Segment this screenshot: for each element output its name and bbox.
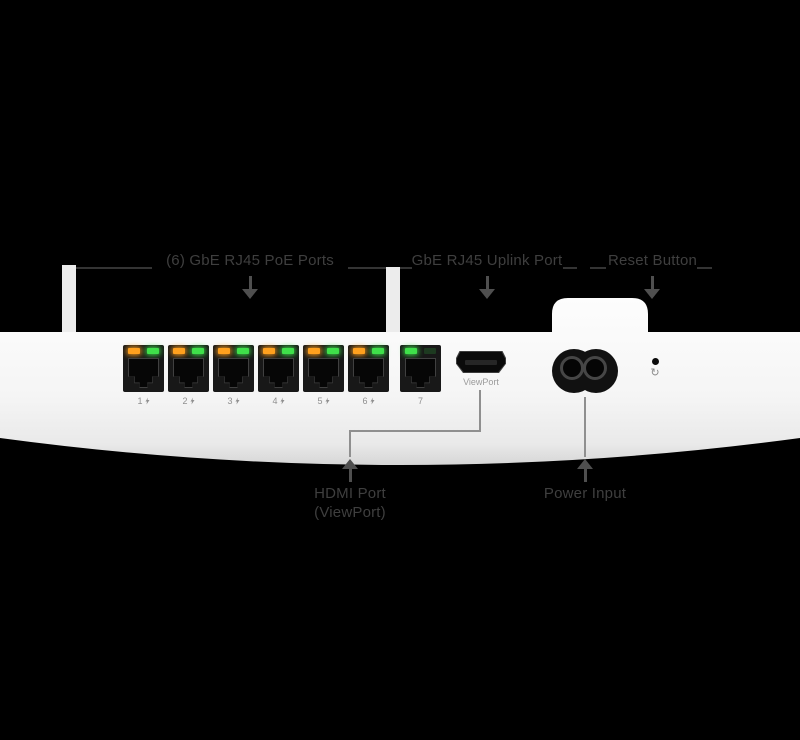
rj45-socket xyxy=(128,358,159,388)
down-arrow-icon xyxy=(242,276,258,299)
port-number-label: 3 xyxy=(213,396,254,406)
rj45-socket xyxy=(173,358,204,388)
leader-line xyxy=(479,390,481,430)
leader-line xyxy=(349,430,351,457)
hdmi-port xyxy=(456,351,506,373)
port-number-label: 2 xyxy=(168,396,209,406)
poe-bolt-icon xyxy=(145,397,149,405)
port-led-right xyxy=(424,348,436,354)
rj45-socket xyxy=(218,358,249,388)
annotation-power-input: Power Input xyxy=(543,485,627,502)
down-arrow-icon xyxy=(479,276,495,299)
rj45-port: 1 xyxy=(123,345,164,406)
port-number: 1 xyxy=(137,396,143,406)
leader-line xyxy=(350,430,481,432)
port-led-right xyxy=(192,348,204,354)
rj45-port: 6 xyxy=(348,345,389,406)
port-led-right xyxy=(147,348,159,354)
port-led-left xyxy=(353,348,365,354)
port-led-left xyxy=(308,348,320,354)
bracket-line xyxy=(400,267,412,269)
port-number: 2 xyxy=(182,396,188,406)
bracket-line xyxy=(563,267,577,269)
port-number-label: 1 xyxy=(123,396,164,406)
port-led-right xyxy=(282,348,294,354)
up-arrow-icon xyxy=(577,459,593,482)
port-led-left xyxy=(405,348,417,354)
port-led-right xyxy=(237,348,249,354)
poe-bolt-icon xyxy=(235,397,239,405)
down-arrow-icon xyxy=(644,276,660,299)
callout-post-mid xyxy=(386,267,400,335)
port-number: 6 xyxy=(362,396,368,406)
hdmi-viewport-print-label: ViewPort xyxy=(463,377,499,387)
power-inlet xyxy=(552,349,618,393)
port-number-label: 4 xyxy=(258,396,299,406)
hdmi-slot xyxy=(465,360,497,365)
port-number: 7 xyxy=(417,396,423,406)
port-number-label: 6 xyxy=(348,396,389,406)
port-led-left xyxy=(218,348,230,354)
rj45-opening xyxy=(129,359,158,387)
poe-bolt-icon xyxy=(280,397,284,405)
port-led-left xyxy=(173,348,185,354)
port-number: 3 xyxy=(227,396,233,406)
bracket-line xyxy=(76,267,152,269)
annotation-uplink-port: GbE RJ45 Uplink Port xyxy=(411,252,563,269)
bracket-line xyxy=(590,267,606,269)
rj45-opening xyxy=(264,359,293,387)
port-group: 1 2 xyxy=(123,345,441,406)
rj45-opening xyxy=(309,359,338,387)
annotation-hdmi-port-line1: HDMI Port xyxy=(314,485,386,502)
hdmi-opening xyxy=(457,352,505,372)
power-pin-right xyxy=(583,356,607,380)
rj45-socket xyxy=(263,358,294,388)
leader-line xyxy=(584,397,586,457)
rj45-socket xyxy=(308,358,339,388)
port-led-left xyxy=(128,348,140,354)
rj45-port: 5 xyxy=(303,345,344,406)
callout-post-left xyxy=(62,265,76,335)
port-number: 4 xyxy=(272,396,278,406)
rj45-opening xyxy=(406,359,435,387)
rj45-socket xyxy=(405,358,436,388)
rj45-opening xyxy=(219,359,248,387)
rj45-port: 4 xyxy=(258,345,299,406)
rj45-socket xyxy=(353,358,384,388)
poe-bolt-icon xyxy=(370,397,374,405)
port-led-left xyxy=(263,348,275,354)
rj45-opening xyxy=(174,359,203,387)
rj45-uplink-port: 7 xyxy=(400,345,441,406)
poe-bolt-icon xyxy=(325,397,329,405)
port-led-right xyxy=(372,348,384,354)
rj45-port: 3 xyxy=(213,345,254,406)
bracket-line xyxy=(348,267,386,269)
annotation-reset-button: Reset Button xyxy=(607,252,698,269)
rj45-port: 2 xyxy=(168,345,209,406)
bracket-line xyxy=(697,267,712,269)
reset-button-hole xyxy=(652,358,659,365)
power-pin-left xyxy=(560,356,584,380)
port-number: 5 xyxy=(317,396,323,406)
port-led-right xyxy=(327,348,339,354)
poe-bolt-icon xyxy=(190,397,194,405)
rj45-opening xyxy=(354,359,383,387)
port-number-label: 5 xyxy=(303,396,344,406)
annotation-hdmi-port-line2: (ViewPort) xyxy=(314,504,386,521)
port-number-label: 7 xyxy=(400,396,441,406)
annotation-poe-ports: (6) GbE RJ45 PoE Ports xyxy=(166,252,334,269)
reset-icon: ↻ xyxy=(650,367,660,379)
up-arrow-icon xyxy=(342,459,358,482)
